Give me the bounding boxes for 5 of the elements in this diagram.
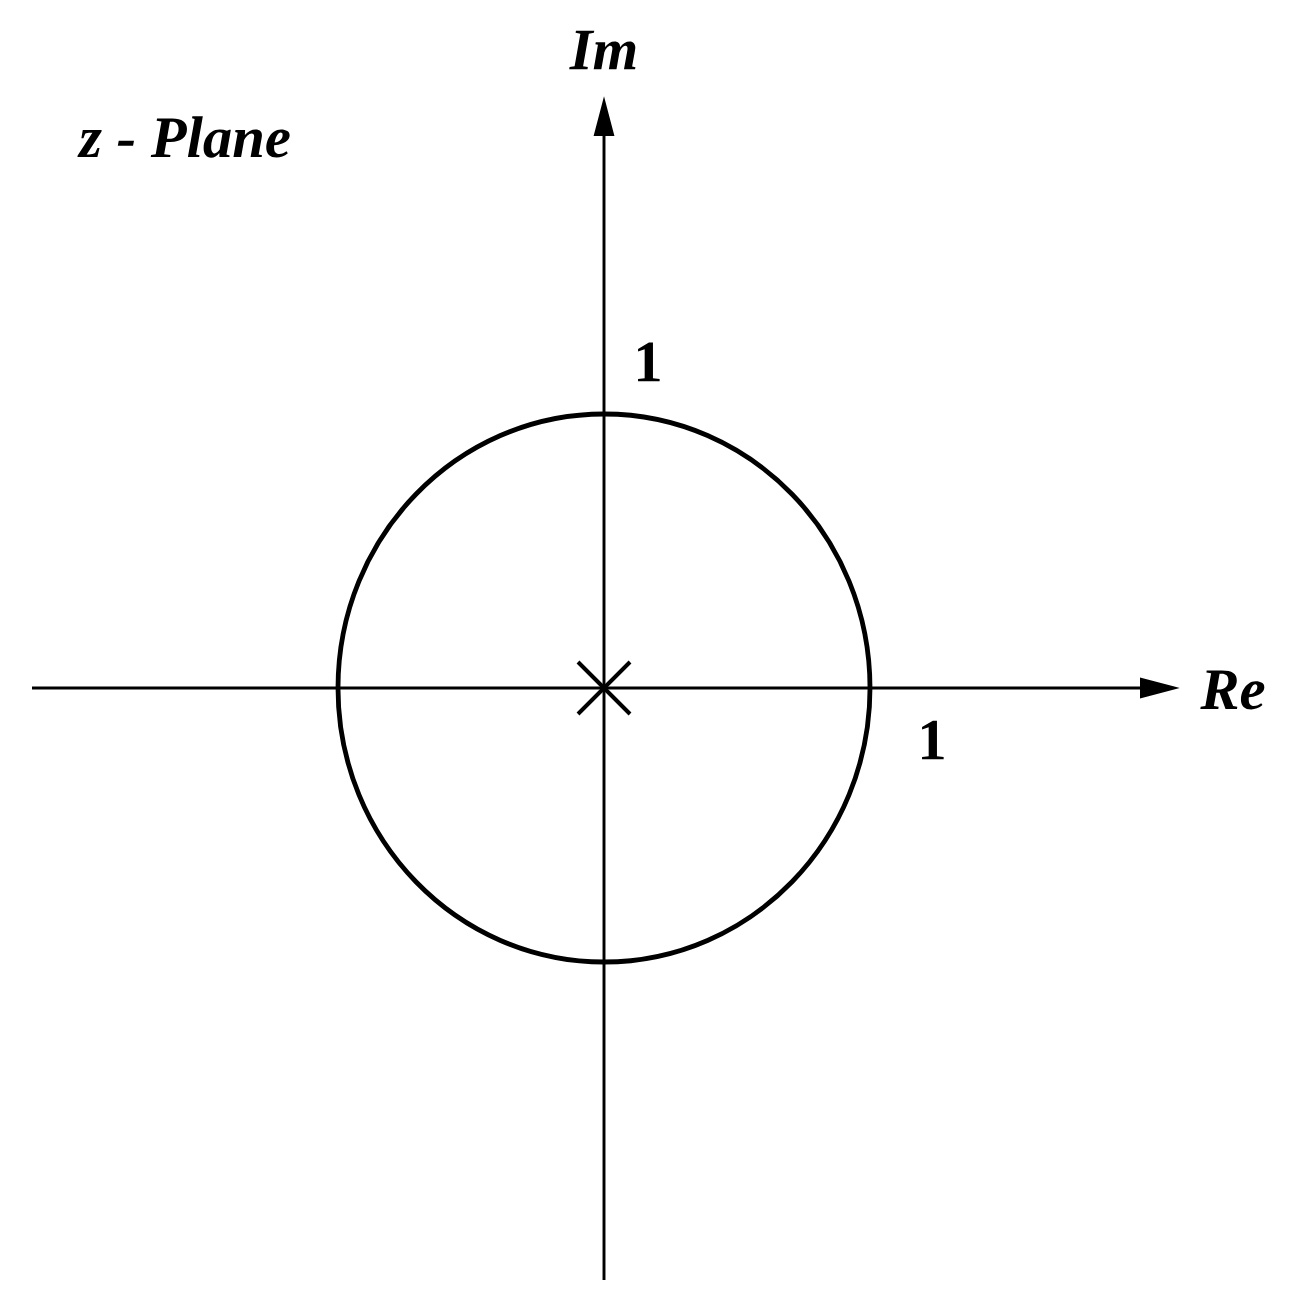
plane-label: z - Plane: [77, 116, 290, 158]
axis-label: Re: [1200, 670, 1265, 710]
tick-label: 1: [638, 342, 660, 382]
tick-label: 1: [922, 720, 944, 760]
axis-label: Im: [569, 30, 636, 70]
